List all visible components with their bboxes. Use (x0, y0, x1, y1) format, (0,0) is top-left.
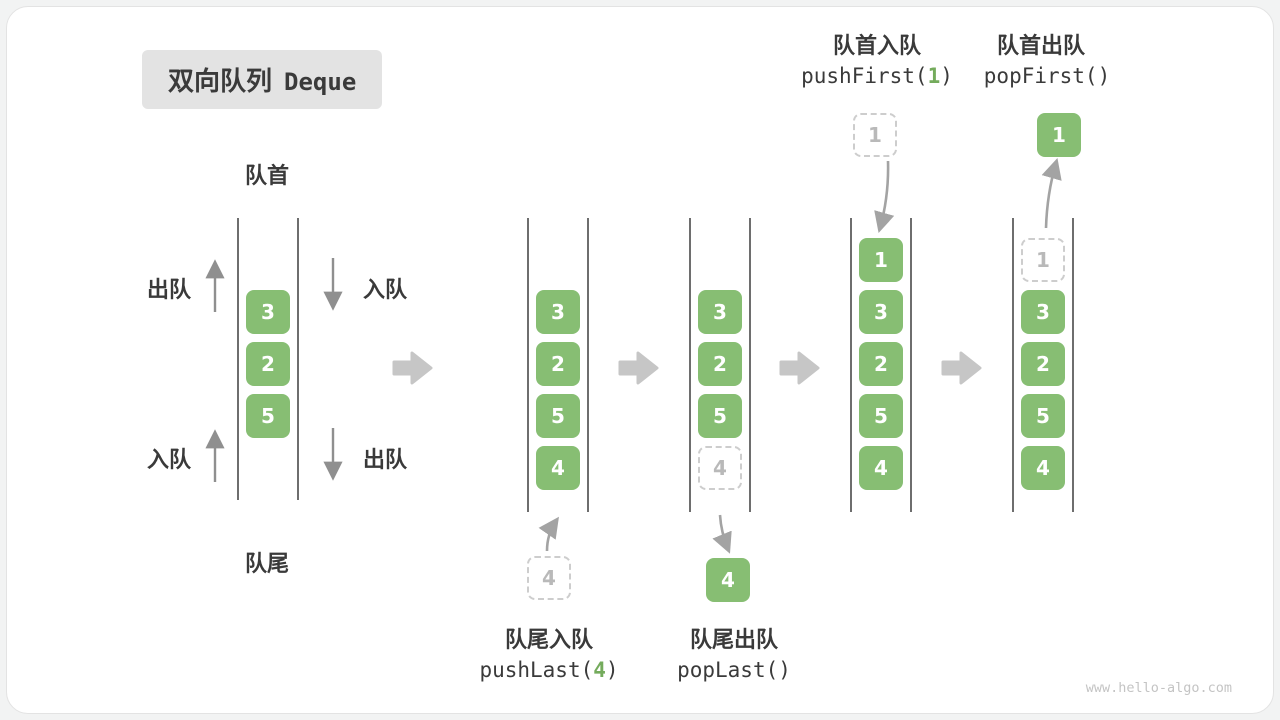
queue-cell: 3 (1021, 290, 1065, 334)
queue-cell: 4 (1021, 446, 1065, 490)
push-last-code: pushLast(4) (436, 658, 662, 682)
queue-state-2: 3 2 5 4 (527, 218, 589, 512)
front-label: 队首 (244, 164, 289, 189)
title-zh: 双向队列 (168, 67, 273, 97)
code-pre: pushLast( (479, 658, 594, 682)
queue-cell: 1 (859, 238, 903, 282)
queue-cell: 5 (1021, 394, 1065, 438)
queue-cell: 3 (536, 290, 580, 334)
queue-cell: 2 (1021, 342, 1065, 386)
push-first-label: 队首入队 (832, 34, 921, 59)
dequeue-front-label: 出队 (146, 278, 191, 303)
queue-state-1: 3 2 5 (237, 218, 299, 500)
title-box: 双向队列 Deque (142, 50, 383, 109)
push-first-code: pushFirst(1) (767, 64, 987, 88)
code-arg: 1 (927, 64, 941, 88)
queue-cell: 2 (536, 342, 580, 386)
queue-cell: 2 (698, 342, 742, 386)
rear-label: 队尾 (244, 552, 289, 577)
queue-cell: 5 (698, 394, 742, 438)
queue-cell: 5 (536, 394, 580, 438)
popped-cell: 4 (706, 558, 750, 602)
queue-cell: 5 (859, 394, 903, 438)
queue-state-3: 3 2 5 4 (689, 218, 751, 512)
code-pre: pushFirst( (801, 64, 928, 88)
queue-cell: 4 (859, 446, 903, 490)
pop-first-label: 队首出队 (996, 34, 1085, 59)
queue-cell: 5 (246, 394, 290, 438)
code-post: ) (605, 658, 619, 682)
watermark: www.hello-algo.com (1085, 680, 1232, 696)
code-post: ) (940, 64, 953, 88)
pending-cell: 1 (853, 113, 897, 157)
push-last-label: 队尾入队 (504, 628, 593, 653)
title-en: Deque (284, 68, 357, 96)
code-arg: 4 (593, 658, 606, 682)
queue-state-5: 1 3 2 5 4 (1012, 218, 1074, 512)
pop-last-label: 队尾出队 (689, 628, 778, 653)
queue-cell: 3 (246, 290, 290, 334)
queue-cell: 3 (698, 290, 742, 334)
pop-first-code: popFirst() (983, 64, 1111, 88)
queue-cell: 2 (246, 342, 290, 386)
queue-cell: 3 (859, 290, 903, 334)
queue-cell: 4 (536, 446, 580, 490)
popped-cell: 1 (1037, 113, 1081, 157)
pop-last-code: popLast() (677, 658, 791, 682)
queue-state-4: 1 3 2 5 4 (850, 218, 912, 512)
removed-cell-slot: 1 (1021, 238, 1065, 282)
removed-cell-slot: 4 (698, 446, 742, 490)
diagram-card (6, 6, 1274, 714)
queue-cell: 2 (859, 342, 903, 386)
enqueue-front-label: 入队 (362, 278, 407, 303)
enqueue-rear-label: 入队 (146, 448, 191, 473)
pending-cell: 4 (527, 556, 571, 600)
dequeue-rear-label: 出队 (362, 448, 407, 473)
